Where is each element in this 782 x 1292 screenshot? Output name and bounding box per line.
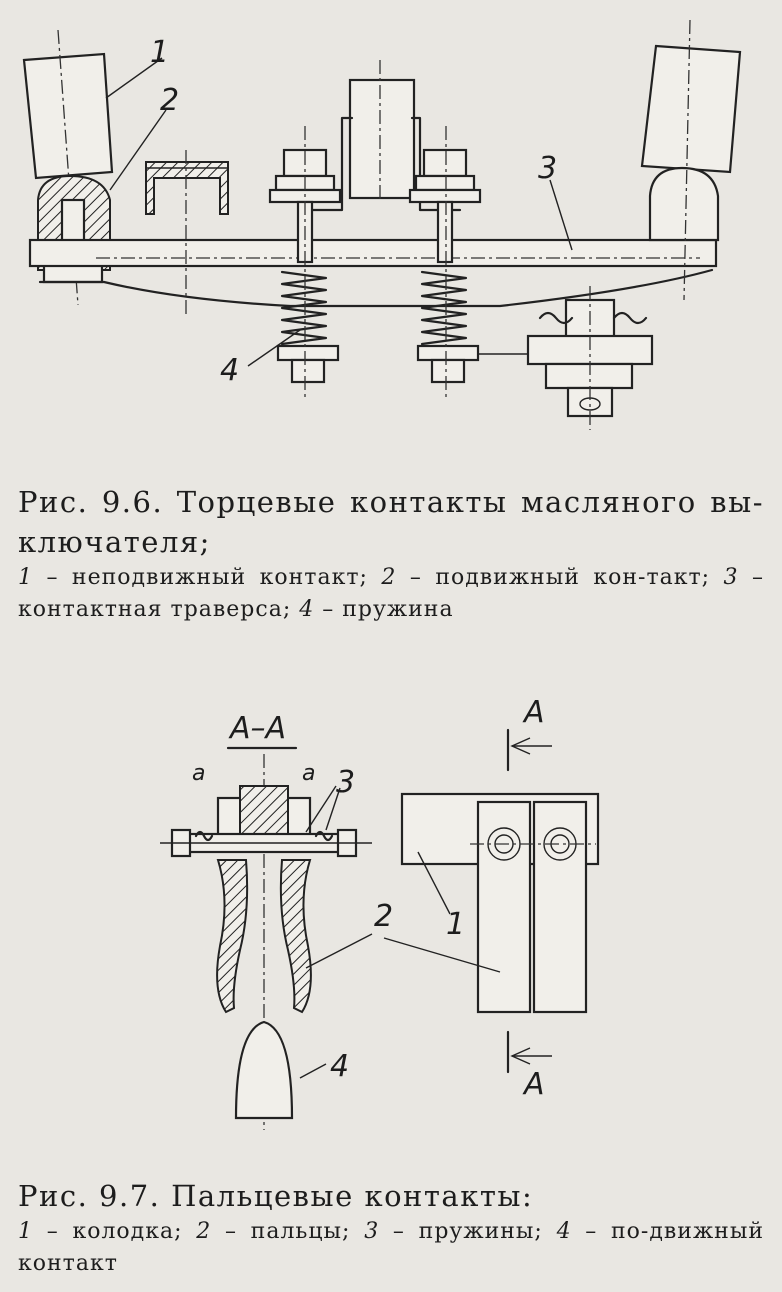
label-2: 2 bbox=[160, 83, 179, 118]
figure-9-7-legend: 1 – колодка; 2 – пальцы; 3 – пружины; 4 … bbox=[18, 1219, 765, 1276]
label-2: 2 bbox=[374, 899, 393, 934]
section-aa bbox=[160, 754, 372, 1130]
label-a-left: a bbox=[192, 761, 205, 786]
figure-9-7-caption: Рис. 9.7. Пальцевые контакты: bbox=[18, 1179, 534, 1213]
figure-9-6-drawing: 1 2 3 4 bbox=[0, 0, 782, 440]
bottom-right-clamp bbox=[526, 286, 654, 430]
central-insulator bbox=[298, 60, 462, 212]
leader-3 bbox=[549, 179, 573, 251]
label-4: 4 bbox=[330, 1049, 349, 1084]
spring-assembly-left bbox=[268, 126, 342, 400]
leader-2 bbox=[109, 109, 167, 191]
label-1: 1 bbox=[150, 35, 169, 70]
fixed-contact-right bbox=[640, 19, 742, 301]
label-A-bottom: А bbox=[522, 1067, 545, 1102]
spring-assembly-right bbox=[408, 126, 528, 400]
contact-traverse bbox=[28, 150, 718, 318]
label-3: 3 bbox=[336, 765, 355, 800]
leader-4 bbox=[247, 329, 301, 367]
bracket-clip bbox=[145, 161, 229, 215]
fixed-contact-left bbox=[22, 29, 114, 306]
figure-9-6-legend: 1 – неподвижный контакт; 2 – подвижный к… bbox=[18, 565, 764, 622]
figure-9-6-caption: Рис. 9.6. Торцевые контакты масляного вы… bbox=[18, 485, 764, 559]
label-3: 3 bbox=[538, 151, 557, 186]
leader-1 bbox=[105, 57, 163, 99]
label-a-right: a bbox=[302, 761, 315, 786]
label-1: 1 bbox=[446, 907, 465, 942]
label-4: 4 bbox=[220, 353, 239, 388]
figure-9-7-drawing: А–А a a 3 4 bbox=[0, 690, 782, 1150]
side-view bbox=[400, 728, 600, 1074]
label-A-top: А bbox=[522, 695, 545, 730]
section-label: А–А bbox=[228, 711, 286, 746]
